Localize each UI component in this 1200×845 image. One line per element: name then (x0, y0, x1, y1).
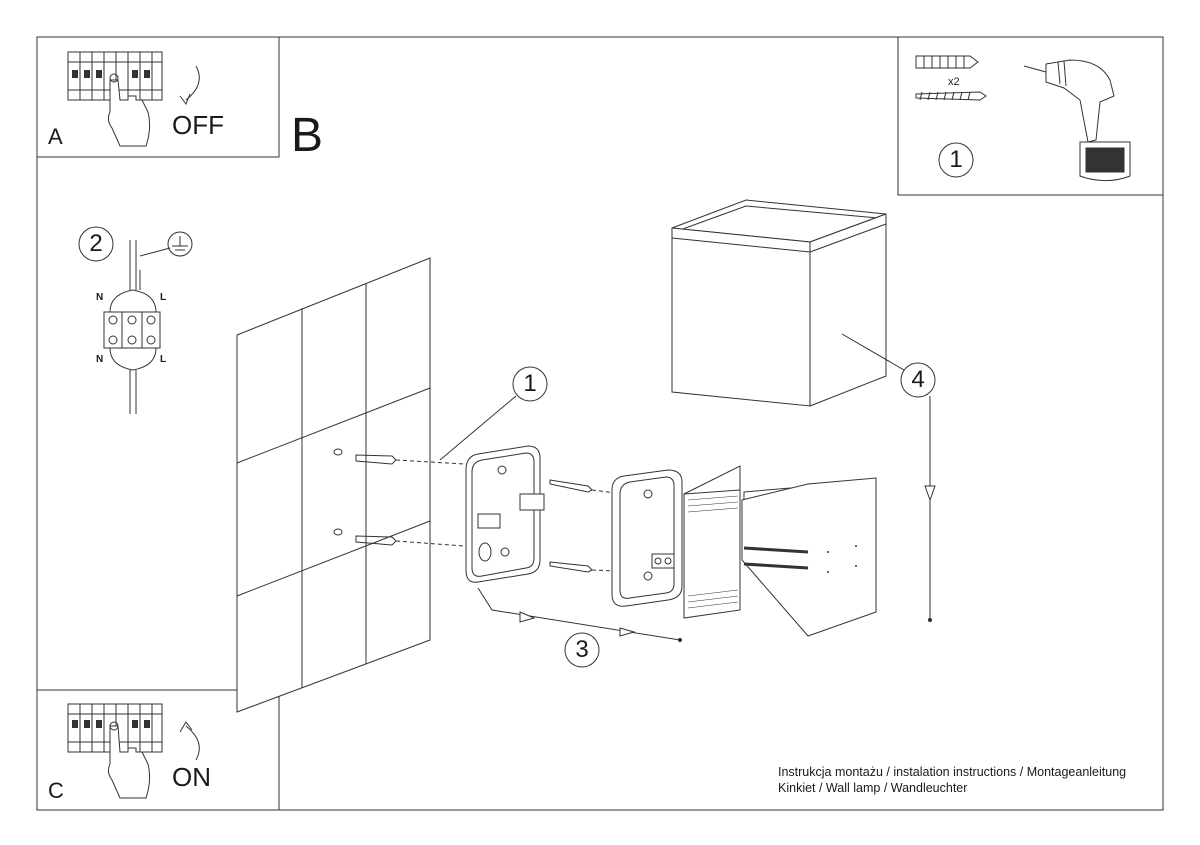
lamp-body (683, 465, 877, 637)
panel-c-box (36, 689, 280, 811)
terminal-block-icon (103, 240, 171, 414)
step-2-wiring-circle (78, 226, 114, 262)
step-4-circle (900, 362, 936, 398)
tiled-wall (236, 257, 431, 713)
wire-label-n-bottom: N (96, 354, 104, 365)
wire-label-l-bottom: L (160, 354, 167, 365)
sheet-border (36, 36, 1164, 811)
wire-label-n-top: N (96, 292, 104, 303)
panel-c-letter: C (48, 778, 64, 803)
step-number-wiring: 2 (89, 230, 103, 257)
step-number-plate: 1 (523, 370, 537, 397)
panel-c-on-label: ON (172, 762, 211, 792)
footer-line-1: Instrukcja montażu / instalation instruc… (778, 765, 1127, 779)
mounting-plate (465, 445, 545, 583)
panel-a-box (36, 36, 280, 158)
step-number-shade: 4 (911, 366, 925, 393)
wall-plug-icon (915, 55, 979, 69)
step-number-tools: 1 (949, 146, 963, 173)
earth-symbol-icon (167, 231, 193, 257)
step-3-circle (564, 632, 600, 668)
breaker-on-icon (67, 703, 200, 799)
assembly-arrows (439, 333, 936, 643)
wall-anchors (333, 448, 465, 547)
drill-icon (1023, 59, 1131, 182)
lamp-bracket (611, 469, 683, 607)
tools-box (897, 36, 1164, 196)
step-1-plate-circle (512, 366, 548, 402)
step-number-fasten: 3 (575, 636, 589, 663)
step-1-tools-circle (938, 142, 974, 178)
wire-label-l-top: L (160, 292, 167, 303)
footer-line-2: Kinkiet / Wall lamp / Wandleuchter (778, 781, 968, 795)
footer-caption: Instrukcja montażu / instalation instruc… (778, 764, 1126, 796)
panel-a-off-label: OFF (172, 110, 224, 140)
lamp-shade (671, 199, 887, 407)
panel-a-letter: A (48, 124, 63, 149)
panel-b-letter: B (291, 109, 324, 162)
screw-icon (915, 91, 987, 101)
breaker-off-icon (67, 51, 200, 147)
hardware-quantity: x2 (948, 76, 960, 88)
